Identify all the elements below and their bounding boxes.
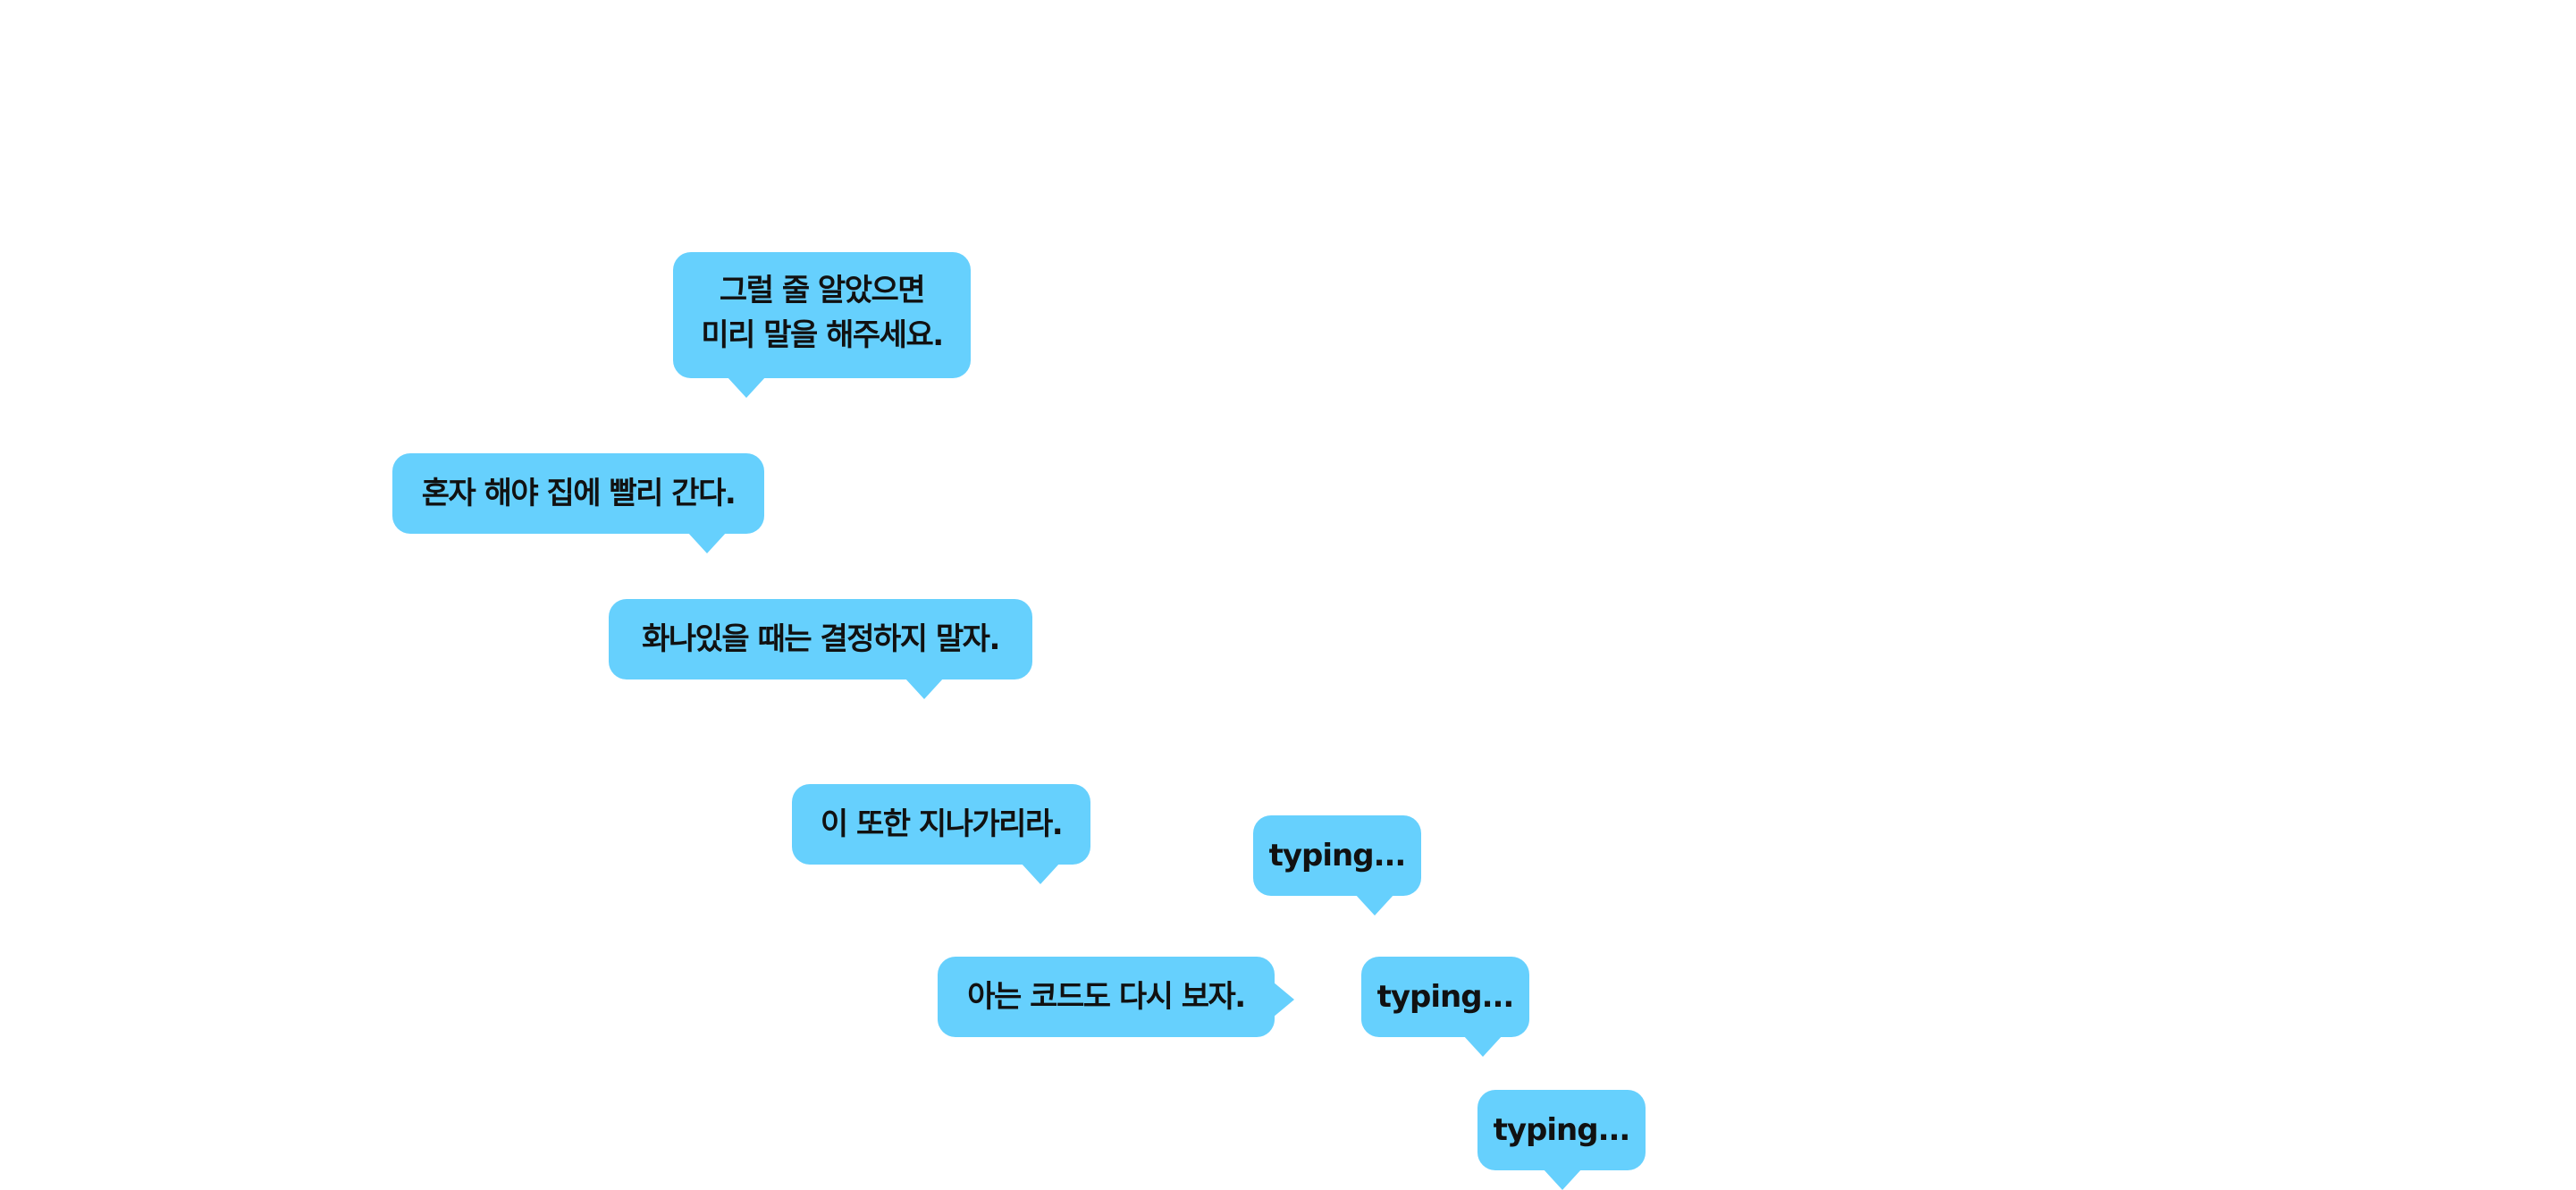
speech-bubble: 혼자 해야 집에 빨리 간다.: [392, 453, 764, 553]
typing-bubble: typing...: [1477, 1090, 1646, 1190]
typing-bubble: typing...: [1361, 957, 1529, 1057]
speech-bubble: 이 또한 지나가리라.: [792, 784, 1090, 884]
speech-bubble-text-line: 그럴 줄 알았으면: [719, 273, 926, 308]
typing-indicator-text: typing...: [1268, 838, 1407, 874]
speech-bubble-tail: [1543, 1169, 1582, 1190]
speech-bubble-text-line: 미리 말을 해주세요.: [701, 317, 944, 353]
speech-bubble-text: 혼자 해야 집에 빨리 간다.: [421, 476, 737, 511]
typing-bubble: typing...: [1253, 815, 1421, 916]
typing-indicator-text: typing...: [1376, 979, 1515, 1015]
speech-bubble: 아는 코드도 다시 보자.: [938, 957, 1294, 1037]
speech-bubble-tail: [727, 376, 766, 398]
typing-indicator-text: typing...: [1493, 1112, 1631, 1148]
speech-bubble-tail: [1021, 863, 1060, 884]
speech-bubble: 그럴 줄 알았으면 미리 말을 해주세요.: [673, 252, 971, 398]
speech-bubble-tail: [1273, 982, 1294, 1017]
speech-bubble-text: 화나있을 때는 결정하지 말자.: [642, 621, 1000, 657]
speech-bubble-tail: [687, 532, 727, 553]
speech-bubble-tail: [1355, 894, 1394, 916]
speech-bubble-tail: [905, 678, 944, 699]
speech-bubble: 화나있을 때는 결정하지 말자.: [609, 599, 1032, 699]
speech-bubble-text: 아는 코드도 다시 보자.: [967, 979, 1246, 1015]
speech-bubble-text: 이 또한 지나가리라.: [820, 806, 1064, 842]
speech-bubble-tail: [1463, 1035, 1503, 1057]
